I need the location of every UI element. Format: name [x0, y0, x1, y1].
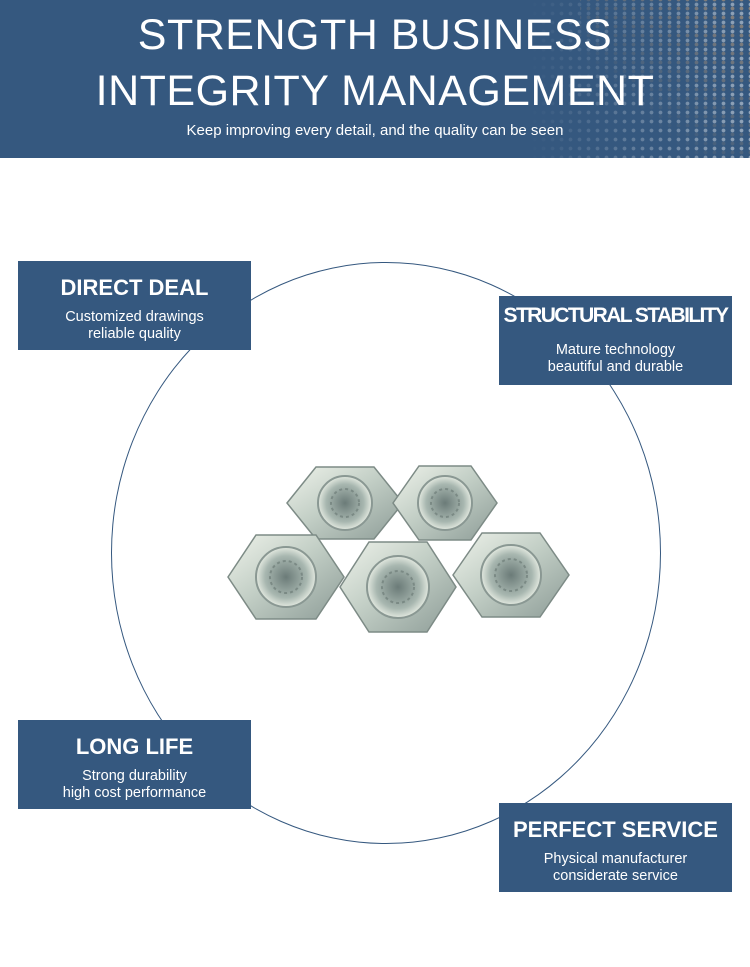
feature-card-direct-deal: DIRECT DEAL Customized drawings reliable… — [18, 261, 251, 350]
banner-dot-pattern — [530, 0, 750, 158]
headline-line-1: STRENGTH BUSINESS — [137, 11, 613, 59]
nut-back-right — [392, 465, 498, 541]
headline-line-2: INTEGRITY MANAGEMENT — [95, 67, 655, 115]
feature-line: high cost performance — [62, 785, 207, 801]
feature-line: beautiful and durable — [547, 359, 684, 375]
feature-title: LONG LIFE — [75, 734, 194, 759]
header-banner: STRENGTH BUSINESS INTEGRITY MANAGEMENT K… — [0, 0, 750, 158]
feature-line: Physical manufacturer — [543, 851, 688, 867]
feature-line: Customized drawings — [65, 309, 204, 325]
product-photo-hex-nuts — [227, 465, 570, 633]
tagline: Keep improving every detail, and the qua… — [186, 122, 564, 139]
nut-front-right — [452, 532, 570, 618]
feature-line: reliable quality — [88, 326, 181, 342]
feature-ring — [111, 262, 661, 844]
nut-front-center — [339, 541, 457, 633]
feature-title: STRUCTURAL STABILITY — [503, 304, 729, 327]
nut-front-left — [227, 534, 345, 620]
nut-back-left — [286, 466, 404, 540]
feature-line: Strong durability — [82, 768, 187, 784]
feature-card-structural-stability: STRUCTURAL STABILITY Mature technology b… — [499, 296, 732, 385]
banner-dot-pattern-warm — [580, 0, 750, 158]
feature-card-long-life: LONG LIFE Strong durability high cost pe… — [18, 720, 251, 809]
feature-title: PERFECT SERVICE — [513, 817, 718, 842]
feature-card-perfect-service: PERFECT SERVICE Physical manufacturer co… — [499, 803, 732, 892]
feature-line: Mature technology — [555, 342, 676, 358]
feature-line: considerate service — [553, 868, 678, 884]
feature-title: DIRECT DEAL — [60, 275, 209, 300]
